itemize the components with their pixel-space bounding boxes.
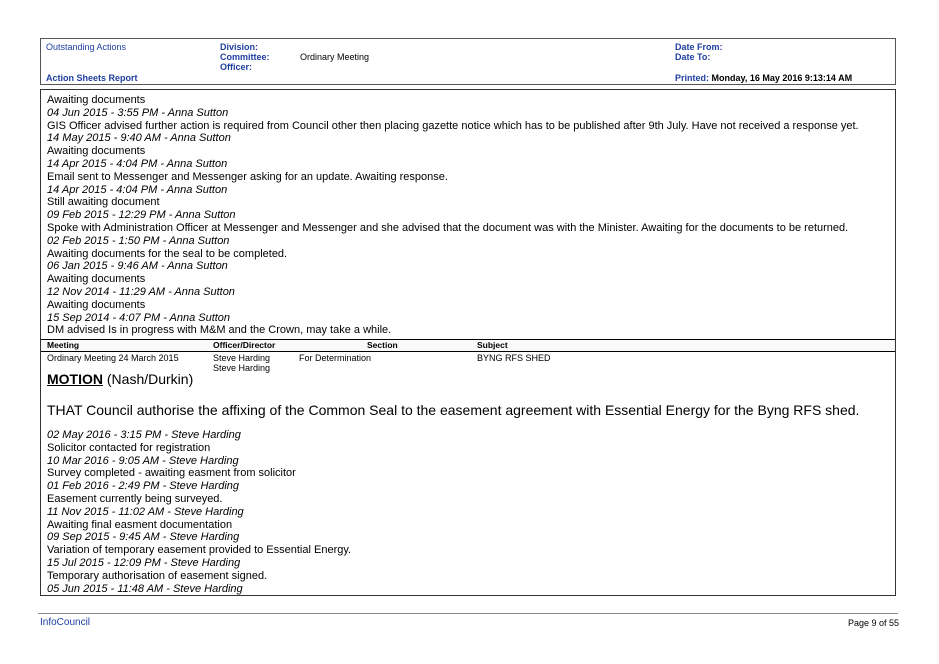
note-timestamp: 02 May 2016 - 3:15 PM - Steve Harding xyxy=(47,429,241,441)
note-text: DM advised Is in progress with M&M and t… xyxy=(47,324,392,337)
note-timestamp: 14 May 2015 - 9:40 AM - Anna Sutton xyxy=(47,132,231,145)
note-timestamp: 05 Jun 2015 - 11:48 AM - Steve Harding xyxy=(47,582,243,595)
note-text: Awaiting documents xyxy=(47,298,146,311)
printed-label: Printed: xyxy=(675,73,710,83)
note-timestamp: 15 Sep 2014 - 4:07 PM - Anna Sutton xyxy=(47,311,231,324)
note-timestamp: 14 Apr 2015 - 4:04 PM - Anna Sutton xyxy=(47,158,228,170)
note-text: Awaiting documents xyxy=(47,145,146,158)
note-text: Variation of temporary easement provided… xyxy=(47,544,352,557)
note-timestamp: 09 Sep 2015 - 9:45 AM - Steve Harding xyxy=(47,531,240,544)
note-text: Awaiting documents for the seal to be co… xyxy=(47,247,288,260)
date-to-label: Date To: xyxy=(675,52,711,62)
date-from-label: Date From: xyxy=(675,42,723,52)
row-meeting: Ordinary Meeting 24 March 2015 xyxy=(47,353,179,363)
footer-brand: InfoCouncil xyxy=(40,617,91,628)
row-section: For Determination xyxy=(299,353,372,363)
division-label: Division: xyxy=(220,42,259,52)
note-text: Still awaiting document xyxy=(47,196,160,209)
note-text: Awaiting documents xyxy=(47,273,146,286)
th-subject: Subject xyxy=(477,340,508,350)
note-timestamp: 09 Feb 2015 - 12:29 PM - Anna Sutton xyxy=(47,209,236,222)
note-text: Spoke with Administration Officer at Mes… xyxy=(47,222,849,234)
page-number: Page 9 of 55 xyxy=(847,618,899,628)
motion-resolution: THAT Council authorise the affixing of t… xyxy=(47,402,860,418)
motion-label: MOTION xyxy=(47,371,103,387)
note-timestamp: 02 Feb 2015 - 1:50 PM - Anna Sutton xyxy=(47,234,230,247)
printed-value: Monday, 16 May 2016 9:13:14 AM xyxy=(711,73,853,83)
note-timestamp: 14 Apr 2015 - 4:04 PM - Anna Sutton xyxy=(47,183,228,196)
note-timestamp: 04 Jun 2015 - 3:55 PM - Anna Sutton xyxy=(47,106,229,119)
printed-line: Printed: Monday, 16 May 2016 9:13:14 AM xyxy=(675,73,852,83)
th-meeting: Meeting xyxy=(47,340,80,350)
report-header: Outstanding Actions Action Sheets Report… xyxy=(40,38,896,85)
motion-movers: (Nash/Durkin) xyxy=(103,371,194,387)
note-text: GIS Officer advised further action is re… xyxy=(47,119,859,132)
footer-divider xyxy=(38,613,898,614)
note-timestamp: 10 Mar 2016 - 9:05 AM - Steve Harding xyxy=(47,454,239,467)
row-director: Steve Harding xyxy=(213,363,271,373)
note-text: Easement currently being surveyed. xyxy=(47,493,223,505)
outstanding-actions-label: Outstanding Actions xyxy=(46,42,127,52)
table-header: Meeting Officer/Director Section Subject xyxy=(41,339,895,352)
committee-label: Committee: xyxy=(220,52,270,62)
note-text: Awaiting documents xyxy=(47,94,146,106)
note-timestamp: 15 Jul 2015 - 12:09 PM - Steve Harding xyxy=(47,557,241,569)
note-text: Email sent to Messenger and Messenger as… xyxy=(47,170,448,183)
note-timestamp: 01 Feb 2016 - 2:49 PM - Steve Harding xyxy=(47,480,239,493)
note-text: Solicitor contacted for registration xyxy=(47,441,211,454)
motion-heading: MOTION (Nash/Durkin) xyxy=(47,371,193,387)
note-text: Awaiting final easment documentation xyxy=(47,518,233,531)
note-timestamp: 12 Nov 2014 - 11:29 AM - Anna Sutton xyxy=(47,286,235,298)
th-section: Section xyxy=(367,340,398,350)
officer-label: Officer: xyxy=(220,62,253,72)
report-name: Action Sheets Report xyxy=(46,73,138,83)
committee-value: Ordinary Meeting xyxy=(300,52,370,62)
th-officer: Officer/Director xyxy=(213,340,276,350)
row-subject: BYNG RFS SHED xyxy=(477,353,551,363)
note-timestamp: 06 Jan 2015 - 9:46 AM - Anna Sutton xyxy=(47,260,228,273)
note-timestamp: 11 Nov 2015 - 11:02 AM - Steve Harding xyxy=(47,505,244,518)
row-officer: Steve Harding xyxy=(213,353,271,363)
note-text: Survey completed - awaiting easment from… xyxy=(47,467,296,480)
note-text: Temporary authorisation of easement sign… xyxy=(47,569,268,582)
